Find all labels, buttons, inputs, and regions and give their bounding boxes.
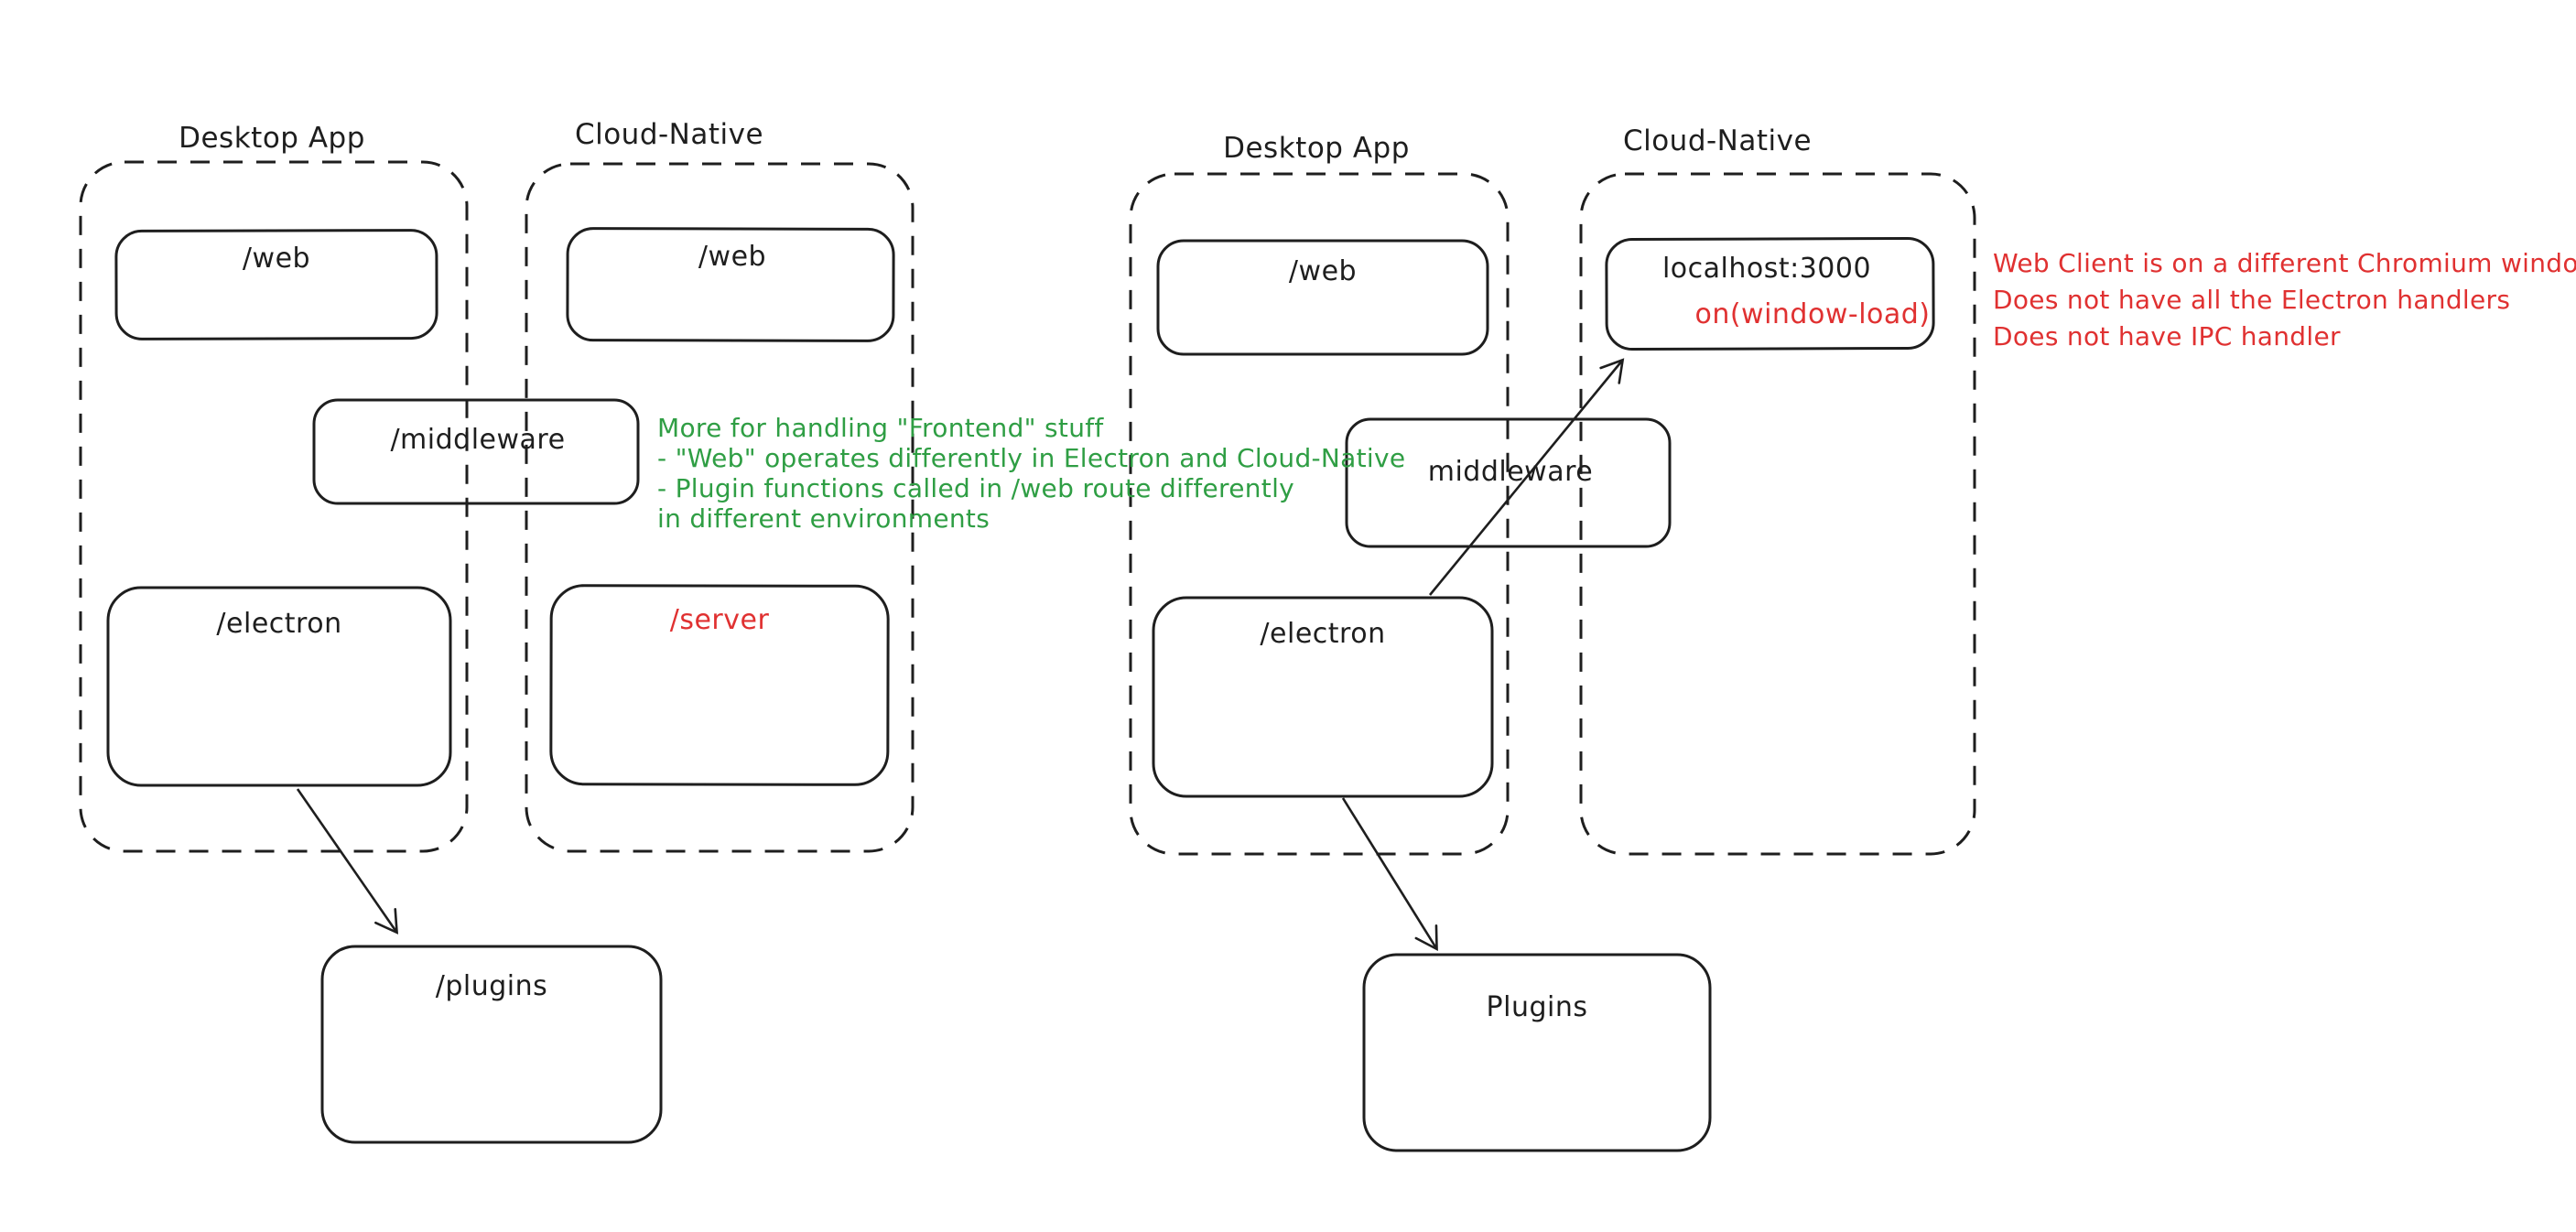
right-electron-box[interactable] (1152, 596, 1494, 798)
red-note: Web Client is on a different Chromium wi… (1993, 245, 2576, 355)
green-note-line: - "Web" operates differently in Electron… (657, 443, 1406, 473)
right-web-box[interactable] (1156, 239, 1489, 356)
green-note-line: More for handling "Frontend" stuff (657, 413, 1104, 443)
left-desktop-app-container[interactable] (79, 160, 469, 853)
red-note-line: Does not have IPC handler (1993, 321, 2341, 351)
right-middleware-box[interactable] (1345, 417, 1672, 548)
green-note-line: - Plugin functions called in /web route … (657, 473, 1295, 503)
left-middleware-label: /middleware (390, 424, 566, 456)
left-web-desktop-label: /web (242, 243, 311, 275)
red-note-line: Does not have all the Electron handlers (1993, 285, 2511, 315)
arrow-right-electron-to-plugins[interactable] (1341, 797, 1438, 952)
left-electron-label: /electron (216, 608, 342, 640)
right-middleware-label: middleware (1427, 456, 1594, 488)
green-note: More for handling "Frontend" stuff - "We… (657, 413, 1405, 534)
right-electron-label: /electron (1260, 618, 1386, 650)
right-plugins-box[interactable] (1362, 953, 1712, 1152)
left-plugins-label: /plugins (435, 970, 548, 1002)
left-middleware-box[interactable] (312, 398, 640, 505)
right-cloud-native-container[interactable] (1579, 172, 1976, 856)
right-window-load-label: on(window-load) (1694, 298, 1931, 330)
left-web-cloud-label: /web (698, 241, 767, 273)
left-server-box[interactable] (549, 584, 890, 786)
red-note-line: Web Client is on a different Chromium wi… (1993, 248, 2576, 278)
right-web-label: /web (1288, 255, 1358, 287)
right-desktop-app-title: Desktop App (1223, 132, 1410, 165)
right-localhost-box[interactable] (1605, 236, 1935, 351)
left-web-cloud-box[interactable] (566, 227, 895, 342)
right-desktop-app-container[interactable] (1129, 172, 1510, 856)
left-plugins-box[interactable] (320, 945, 663, 1144)
left-cloud-native-container[interactable] (525, 162, 915, 853)
left-web-desktop-box[interactable] (114, 229, 438, 340)
left-electron-box[interactable] (106, 586, 452, 787)
right-plugins-label: Plugins (1486, 991, 1588, 1023)
right-localhost-label: localhost:3000 (1661, 253, 1872, 285)
left-server-label: /server (669, 604, 770, 636)
right-cloud-native-title: Cloud-Native (1622, 124, 1813, 157)
arrow-left-electron-to-plugins[interactable] (296, 788, 399, 935)
left-desktop-app-title: Desktop App (179, 122, 365, 155)
green-note-line: in different environments (657, 503, 990, 534)
arrow-right-electron-to-localhost[interactable] (1428, 358, 1625, 596)
left-cloud-native-title: Cloud-Native (574, 118, 764, 151)
